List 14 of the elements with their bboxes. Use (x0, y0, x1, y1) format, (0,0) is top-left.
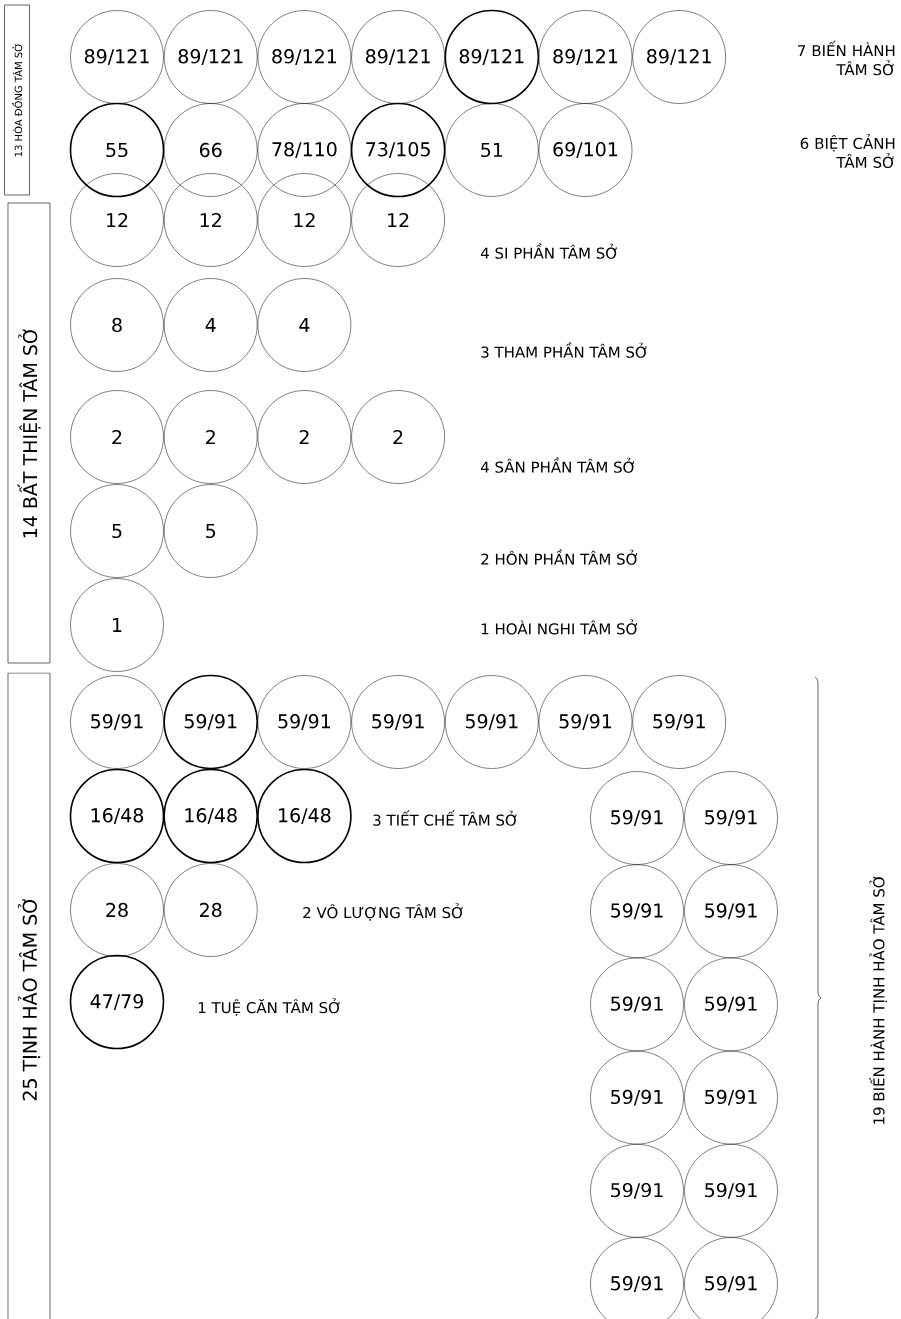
row-label: 3 THAM PHẦN TÂM SỞ (481, 342, 647, 358)
row-label: 4 SI PHẦN TÂM SỞ (480, 243, 617, 259)
row-label: 2 HÔN PHẦN TÂM SỞ (481, 549, 638, 565)
row-label: 7 BIẾN HÀNH TÂM SỞ (798, 40, 895, 76)
row-label: 4 SÂN PHẦN TÂM SỞ (480, 457, 635, 473)
row-label: 2 VÔ LƯỢNG TÂM SỞ (303, 903, 463, 921)
group-band: 25 TỊNH HẢO TÂM SỞ (7, 672, 51, 1319)
brace-label: 19 BIẾN HÀNH TỊNH HẢO TÂM SỞ (868, 876, 888, 1124)
row-label: 6 BIỆT CẢNH TÂM SỞ (800, 134, 895, 169)
row-label: 1 HOÀI NGHI TÂM SỞ (481, 619, 638, 635)
row-label: 1 TUỆ CĂN TÂM SỞ (198, 998, 340, 1016)
row-label: 3 TIẾT CHẾ TÂM SỞ (373, 810, 517, 826)
group-band: 13 HÒA ĐỒNG TÂM SỞ (4, 4, 30, 196)
group-band: 14 BẤT THIỆN TÂM SỞ (7, 202, 51, 664)
